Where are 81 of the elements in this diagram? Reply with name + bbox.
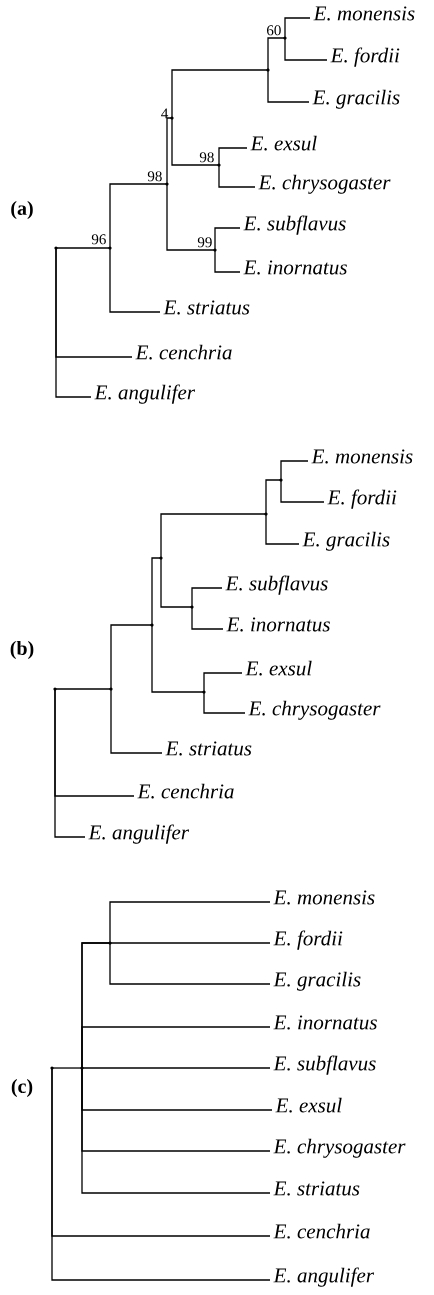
species-name: E. cenchria [137,783,234,799]
species-name: E. fordii [330,47,400,67]
species-name: E. chrysogaster [273,1138,406,1158]
species-name: E. inornatus [273,1015,377,1030]
species-name: E. subflavus [273,1055,376,1075]
species-name: E. angulifer [88,824,190,844]
tree-branch [284,17,311,39]
tree-branch [218,147,248,166]
tree-branch [267,69,310,103]
tree-branch [151,557,162,626]
tree-branch [284,37,328,61]
branch-point [54,246,58,250]
species-name: E. chrysogaster [258,174,391,194]
species-name: E. fordii [327,489,397,509]
bootstrap-value: 98 [147,171,162,182]
tree-branch [171,69,269,119]
tree-branch [109,942,271,985]
species-name: E. subflavus [225,575,328,595]
tree-branch [55,247,92,398]
tree-branch [55,247,111,249]
bootstrap-value: 96 [91,234,106,245]
panel-label: (a) [11,200,33,220]
tree-branch [109,247,161,313]
bootstrap-value: 60 [267,25,281,36]
species-name: E. monensis [311,449,413,464]
tree-branch [81,1067,271,1194]
species-name: E. exsul [275,1097,342,1113]
branch-point [50,1066,54,1070]
tree-branch [171,117,220,166]
tree-branch [203,672,243,693]
species-name: E. cenchria [135,344,232,360]
species-name: E. fordii [273,930,343,950]
tree-branch [191,587,223,608]
tree-branch [160,557,193,608]
bootstrap-value: 4 [161,108,169,119]
tree-branch [160,513,267,559]
tree-branch [166,183,216,251]
species-name: E. chrysogaster [248,700,381,720]
tree-branch [109,183,168,249]
species-name: E. gracilis [312,89,400,109]
species-name: E. angulifer [94,384,196,404]
tree-branch [109,901,271,944]
tree-branch [265,479,282,515]
bootstrap-value: 99 [197,237,212,248]
tree-branch [110,688,163,754]
panel-label: (b) [10,640,34,660]
tree-branch [151,624,205,693]
species-name: E. subflavus [243,215,346,235]
species-name: E. gracilis [273,971,361,991]
tree-branch [218,164,256,188]
species-name: E. cenchria [273,1223,370,1239]
panel-label: (c) [11,1078,33,1098]
tree-branch [214,249,241,273]
species-name: E. monensis [273,890,375,905]
tree-branch [280,479,325,503]
tree-branch [267,37,286,71]
tree-branch [54,688,112,690]
tree-branch [280,460,309,481]
tree-branch [51,1067,83,1069]
tree-branch [81,1026,271,1069]
species-name: E. inornatus [243,260,347,275]
tree-branch [265,513,300,545]
species-name: E. striatus [163,300,250,315]
branch-point [53,687,57,691]
tree-branch [214,227,241,251]
tree-branch [191,606,224,630]
tree-branch [81,1067,271,1069]
species-name: E. striatus [165,741,252,756]
tree-branch [110,624,153,690]
species-name: E. monensis [313,6,415,21]
bootstrap-value: 98 [199,152,214,163]
species-name: E. exsul [245,660,312,676]
tree-branch [203,691,246,714]
species-name: E. inornatus [226,617,330,632]
species-name: E. angulifer [273,1267,375,1287]
species-name: E. exsul [250,135,317,151]
tree-branch [54,688,86,838]
species-name: E. striatus [273,1181,360,1196]
tree-branch [166,117,173,185]
tree-branch [51,1067,271,1281]
species-name: E. gracilis [302,531,390,551]
